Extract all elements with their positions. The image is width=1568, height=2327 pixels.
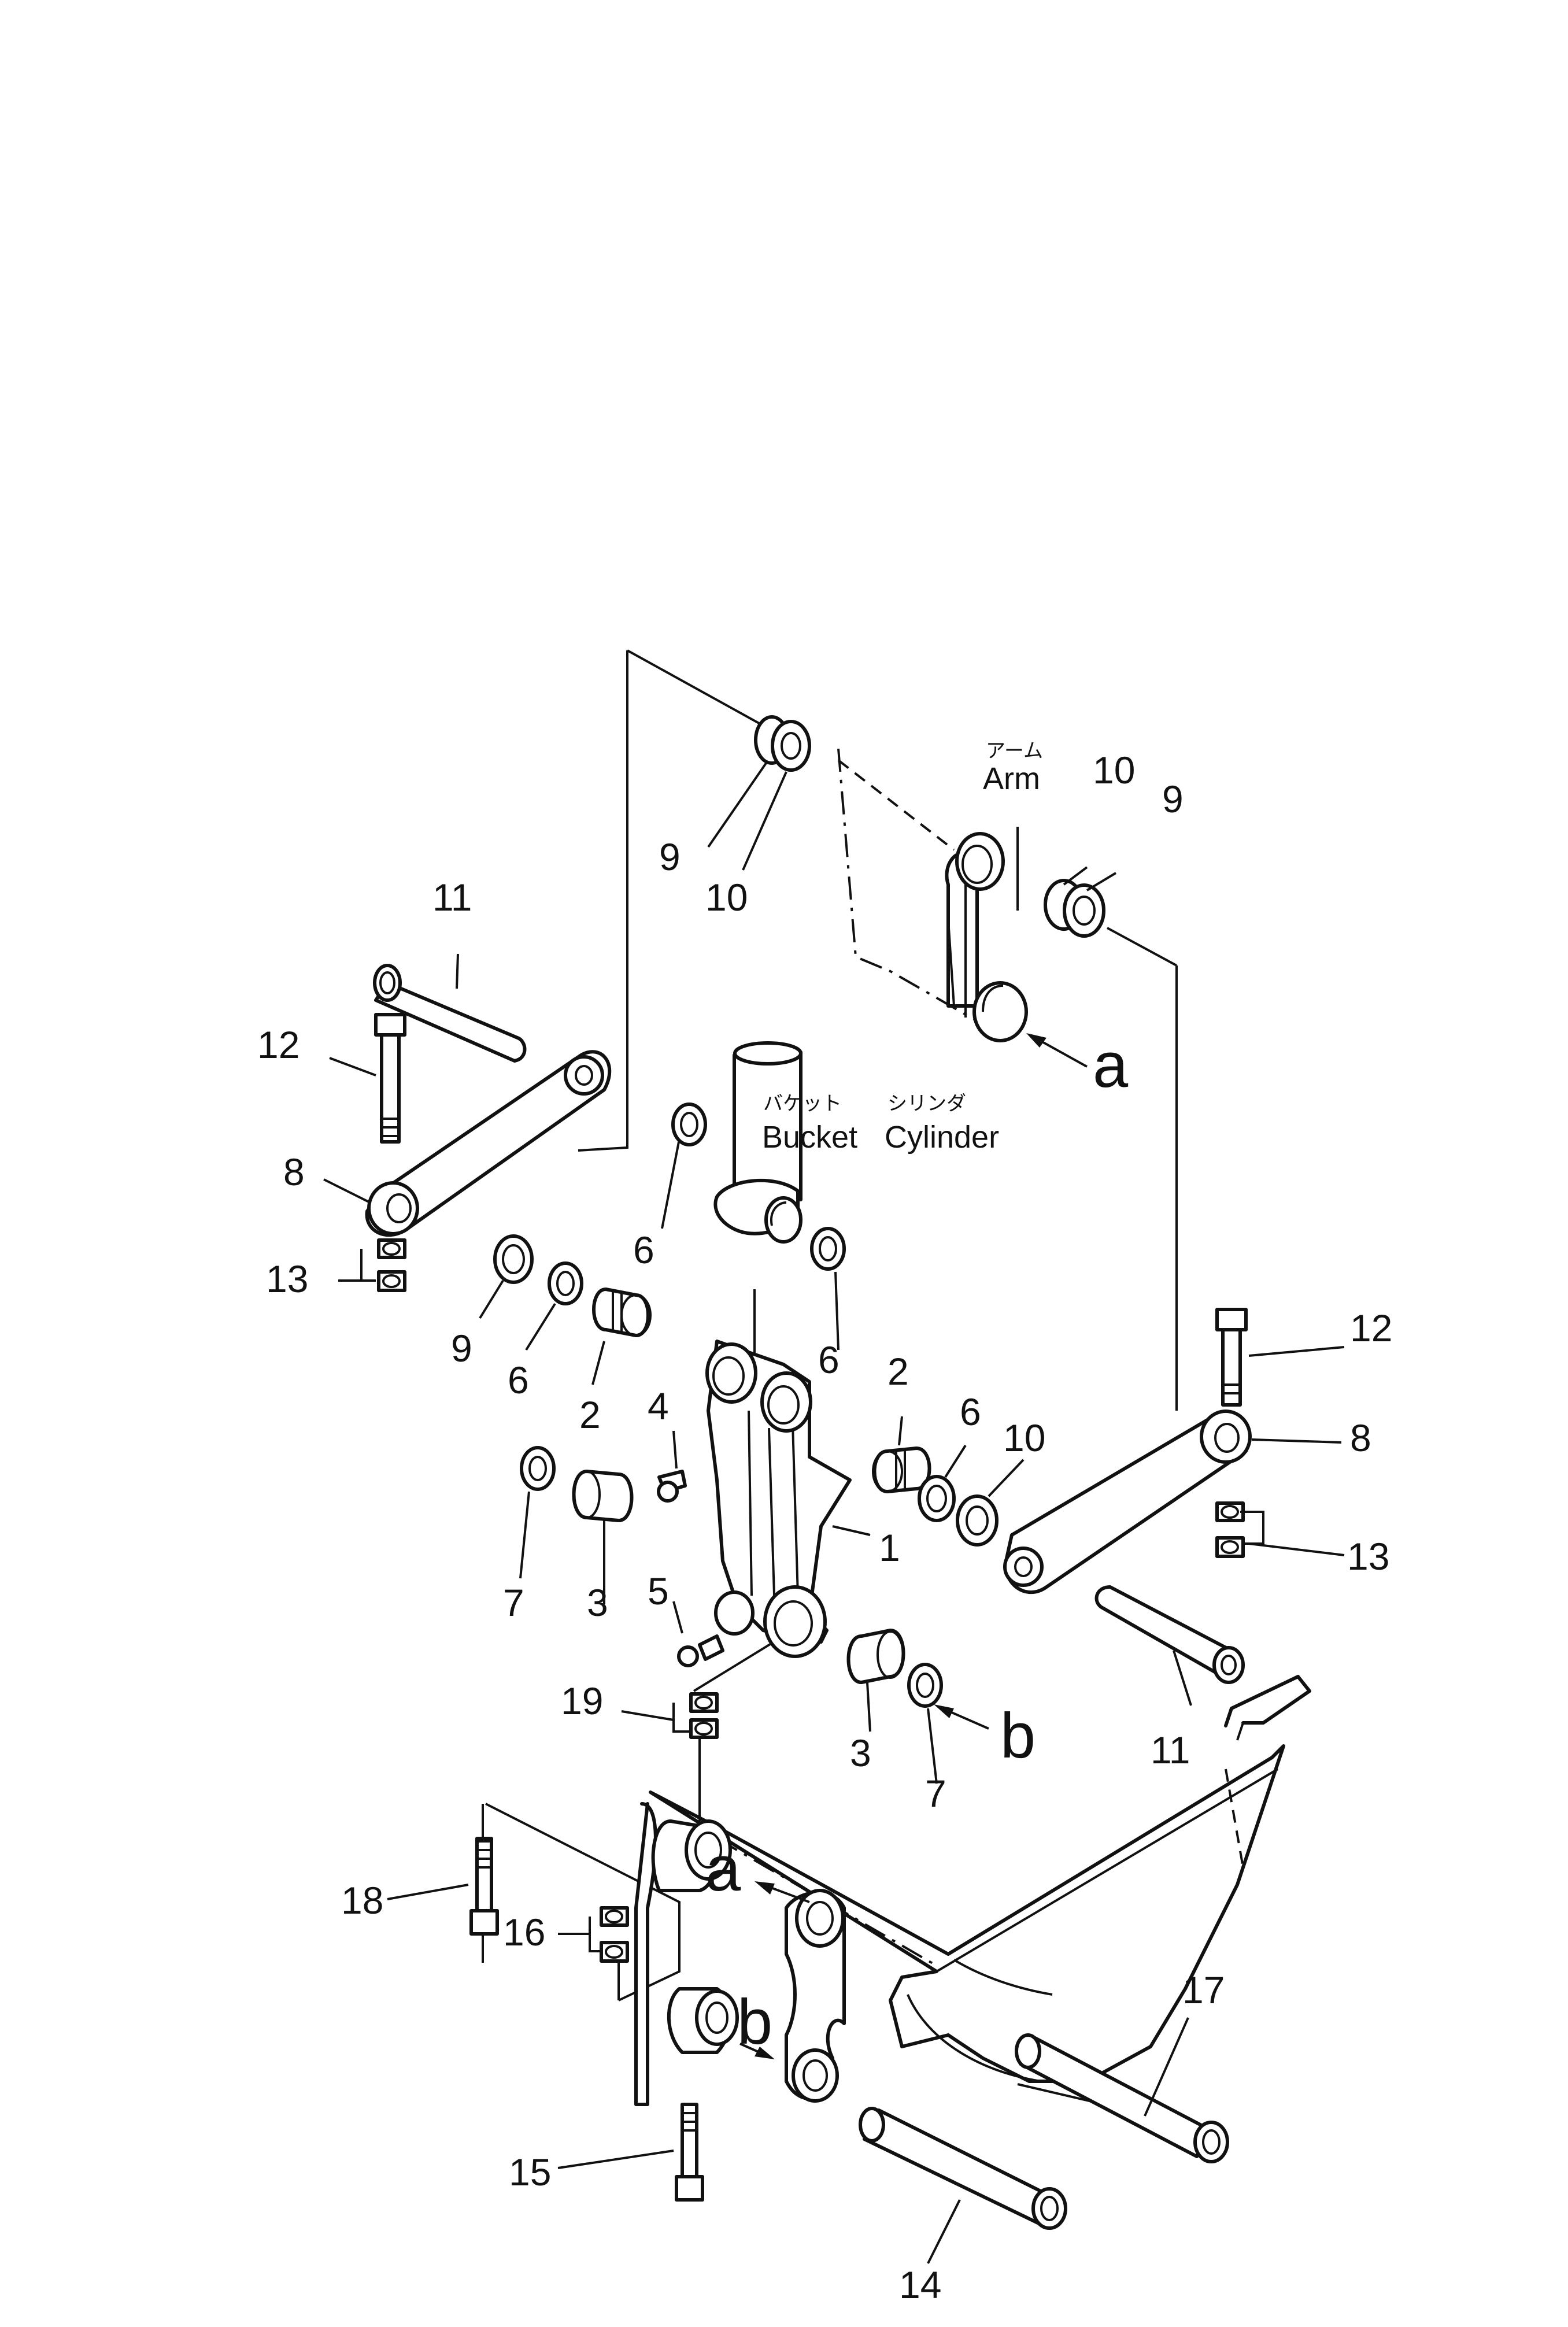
- part-6-seal-top: [671, 1103, 707, 1146]
- bucket-boss-left: [634, 1802, 739, 2106]
- bucket-boss-right: [785, 1889, 846, 2103]
- callout-numbers: 9 10 10 9 11 12 8 13 6 6 9 6 2 4 2 6 10 …: [257, 749, 1392, 2306]
- callout-9-arm: 9: [1162, 778, 1184, 820]
- part-3-bushing-right: [846, 1629, 905, 1684]
- callout-10-arm: 10: [1093, 749, 1135, 791]
- callout-15: 15: [509, 2151, 551, 2193]
- part-6-seal-right: [810, 1227, 846, 1271]
- part-2-bushing-left: [592, 1288, 652, 1337]
- reference-letters: a b a b: [705, 1030, 1129, 2058]
- part-7-seal-left: [520, 1446, 556, 1491]
- component-labels: アーム Arm バケット シリンダ Bucket Cylinder: [762, 739, 1043, 1155]
- callout-17: 17: [1182, 1969, 1225, 2011]
- callout-13-left: 13: [266, 1257, 308, 1300]
- ref-arrows: [739, 1033, 1088, 2059]
- callout-19: 19: [561, 1679, 603, 1722]
- part-5-grease-fitting: [677, 1634, 724, 1667]
- callout-6-left: 6: [508, 1359, 529, 1401]
- part-12-bolt-right: [1215, 1308, 1248, 1407]
- part-11-pin-left: [373, 964, 527, 1063]
- callout-1: 1: [879, 1526, 900, 1569]
- callout-9-top: 9: [659, 835, 681, 878]
- part-10-washer-right: [956, 1494, 999, 1547]
- bucket-cylinder-rod: [713, 1041, 803, 1244]
- callout-14: 14: [899, 2263, 941, 2306]
- part-13-nuts-left: [377, 1238, 406, 1292]
- callout-10-top: 10: [705, 876, 748, 919]
- callout-7-right: 7: [925, 1772, 946, 1815]
- part-9-washer-left: [493, 1234, 534, 1284]
- part-1-link: [705, 1340, 852, 1658]
- arm-label: Arm: [983, 761, 1040, 796]
- part-10-washer-top: [771, 720, 811, 772]
- callout-10-lower-right: 10: [1003, 1416, 1045, 1459]
- assembly-lines: [482, 649, 1279, 2106]
- part-3-bushing-left: [572, 1470, 634, 1522]
- part-7-seal-right: [907, 1663, 943, 1708]
- bucket-label-jp: バケット: [763, 1092, 842, 1115]
- part-13-nuts-right: [1215, 1501, 1245, 1558]
- callout-8-right: 8: [1350, 1416, 1371, 1459]
- callout-6-top: 6: [633, 1229, 654, 1271]
- callout-5: 5: [648, 1570, 669, 1612]
- callout-3-right: 3: [850, 1732, 871, 1774]
- callout-9-left: 9: [451, 1327, 472, 1370]
- callout-8-left: 8: [283, 1150, 305, 1193]
- callout-2-right: 2: [887, 1350, 909, 1393]
- part-19-nuts: [689, 1692, 719, 1739]
- ref-b-mid: b: [1000, 1700, 1036, 1771]
- callout-12-right: 12: [1350, 1307, 1392, 1349]
- ref-b-bottom: b: [737, 1986, 772, 2058]
- part-17-pin: [1015, 2033, 1229, 2163]
- callout-18: 18: [341, 1879, 383, 1922]
- leader-lines: [323, 762, 1345, 2264]
- part-16-nuts: [600, 1906, 629, 1963]
- callout-11-left: 11: [432, 876, 472, 919]
- part-11-pin-right: [1094, 1585, 1245, 1684]
- callout-6-right: 6: [818, 1338, 840, 1381]
- part-6-seal-left: [548, 1261, 583, 1305]
- part-9-washer-arm: [1063, 883, 1105, 938]
- callout-3-left: 3: [587, 1581, 608, 1624]
- part-18-bolt: [469, 1837, 499, 1936]
- callout-12-left: 12: [257, 1023, 299, 1066]
- callout-2-left: 2: [579, 1393, 601, 1436]
- ref-a-top: a: [1093, 1030, 1129, 1101]
- part-15-bolt: [675, 2103, 704, 2202]
- part-14-pin: [859, 2107, 1067, 2230]
- callout-4: 4: [648, 1385, 669, 1427]
- callout-6-lower-right: 6: [960, 1390, 981, 1433]
- part-8-link-right: [1003, 1409, 1252, 1595]
- callout-16: 16: [503, 1911, 545, 1954]
- part-2-bushing-right: [872, 1446, 931, 1493]
- bucket-label: Bucket: [762, 1120, 857, 1155]
- ref-a-bottom: a: [705, 1833, 741, 1904]
- arm-end: [945, 832, 1028, 1042]
- callout-13-right: 13: [1347, 1535, 1389, 1578]
- part-8-link-left: [365, 1050, 612, 1237]
- callout-7-left: 7: [503, 1581, 524, 1624]
- arm-label-jp: アーム: [986, 739, 1043, 763]
- part-6-seal-lower-right: [918, 1475, 956, 1522]
- part-12-bolt-left: [374, 1013, 406, 1144]
- part-4-grease-fitting: [657, 1470, 687, 1503]
- cylinder-label-jp: シリンダ: [887, 1092, 966, 1115]
- callout-11-right: 11: [1151, 1729, 1190, 1771]
- cylinder-label: Cylinder: [885, 1120, 999, 1155]
